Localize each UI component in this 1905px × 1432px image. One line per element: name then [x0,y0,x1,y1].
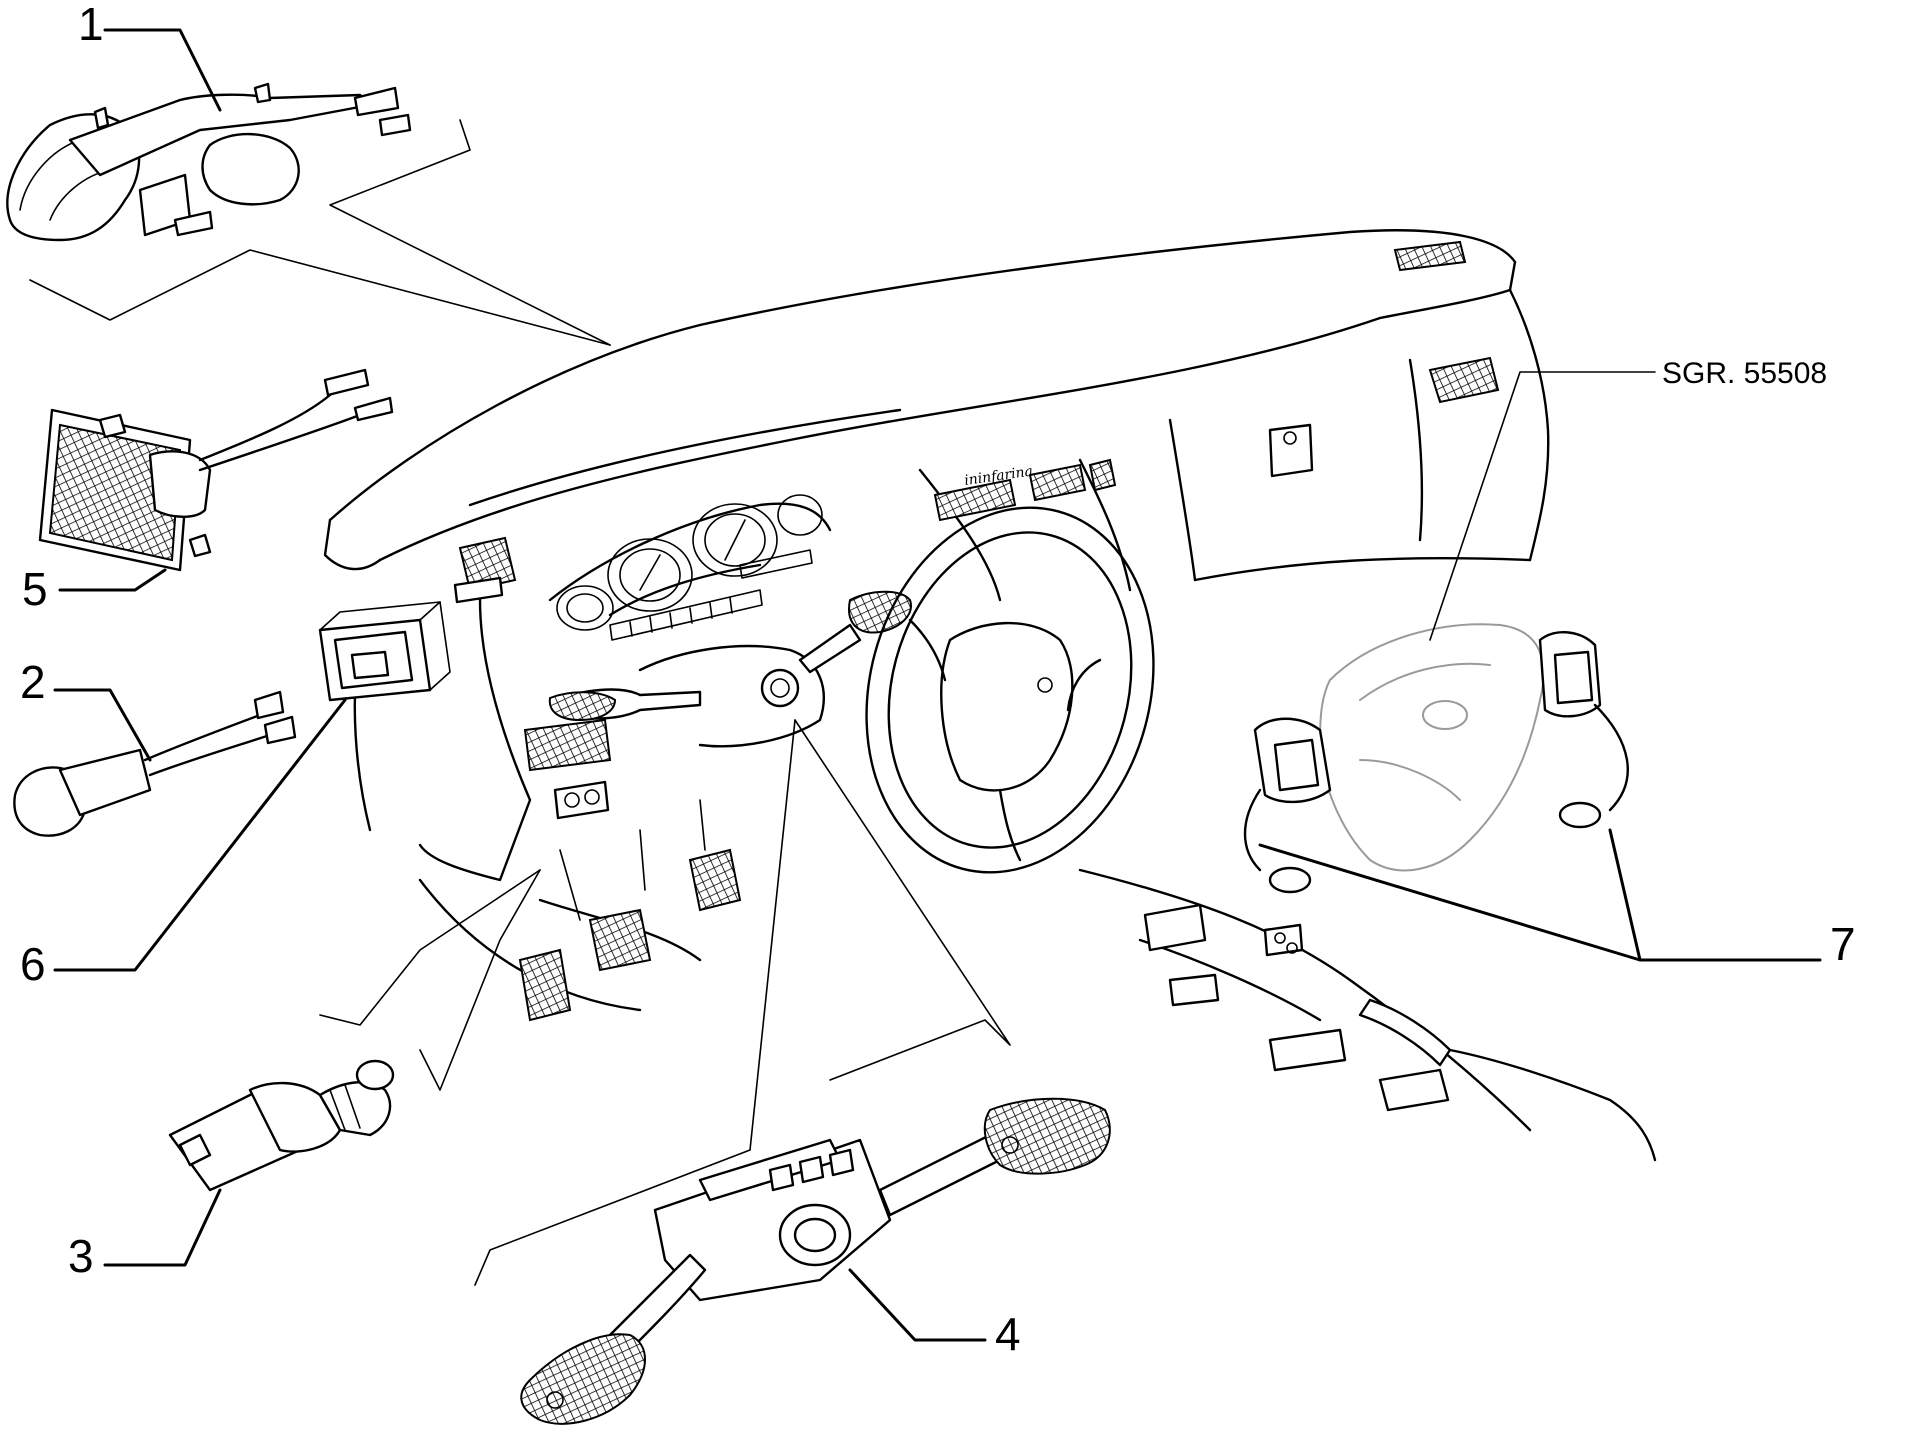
part-1-horn [6,82,412,242]
callout-5: 5 [22,563,48,615]
part-6-rocker-switch [318,601,451,702]
leader-lines [29,28,1822,1342]
part-5-interior-light [38,368,394,572]
callout-3: 3 [68,1230,94,1282]
callout-7: 7 [1830,918,1856,970]
part-2-switch [13,690,297,837]
dashboard-outline: ininfarina [323,229,1657,1162]
drawing-reference: SGR. 55508 [1662,357,1827,390]
callout-4: 4 [995,1308,1021,1360]
part-3-stoplight-switch [168,1059,395,1192]
part-4-combination-switch [520,1097,1111,1425]
callout-1: 1 [78,0,104,50]
part-7-horn-buttons [1243,623,1629,894]
callout-6: 6 [20,938,46,990]
callout-2: 2 [20,656,46,708]
